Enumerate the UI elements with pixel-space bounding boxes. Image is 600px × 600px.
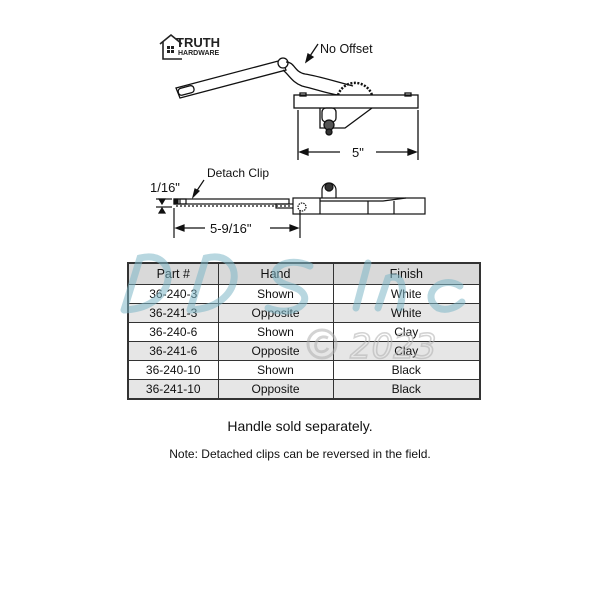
house-icon xyxy=(159,33,183,60)
no-offset-callout: No Offset xyxy=(320,42,373,56)
cell-hand: Opposite xyxy=(217,341,334,361)
note-label: Note: xyxy=(169,447,198,461)
operator-top-view-drawing xyxy=(175,43,419,160)
operator-side-view-drawing xyxy=(156,179,426,238)
header-finish: Finish xyxy=(332,262,481,285)
header-part: Part # xyxy=(127,262,219,285)
cell-hand: Shown xyxy=(217,284,334,304)
cell-finish: White xyxy=(332,303,481,323)
cell-hand: Opposite xyxy=(217,303,334,323)
brand-name-line2: HARDWARE xyxy=(178,50,220,57)
cell-part: 36-240-6 xyxy=(127,322,219,342)
cell-finish: Clay xyxy=(332,341,481,361)
cell-finish: Clay xyxy=(332,322,481,342)
table-row: 36-240-10 Shown Black xyxy=(127,360,481,380)
cell-hand: Shown xyxy=(217,322,334,342)
cell-part: 36-240-10 xyxy=(127,360,219,380)
part-spec-table: Part # Hand Finish 36-240-3 Shown White … xyxy=(127,262,481,400)
detach-clip-callout: Detach Clip xyxy=(207,166,270,180)
cell-finish: White xyxy=(332,284,481,304)
detached-clip-note: Note: Detached clips can be reversed in … xyxy=(0,447,600,461)
table-row: 36-241-3 Opposite White xyxy=(127,303,481,323)
handle-note: Handle sold separately. xyxy=(227,418,373,434)
length-dimension: 5-9/16" xyxy=(210,221,252,236)
table-header-row: Part # Hand Finish xyxy=(127,262,481,285)
brand-name-line1: TRUTH xyxy=(176,35,221,50)
cell-part: 36-241-10 xyxy=(127,379,219,400)
thickness-dimension: 1/16" xyxy=(150,180,180,195)
cell-part: 36-241-6 xyxy=(127,341,219,361)
cell-finish: Black xyxy=(332,379,481,400)
cell-finish: Black xyxy=(332,360,481,380)
table-row: 36-241-10 Opposite Black xyxy=(127,379,481,400)
cell-part: 36-241-3 xyxy=(127,303,219,323)
table-row: 36-240-3 Shown White xyxy=(127,284,481,304)
note-text: Detached clips can be reversed in the fi… xyxy=(197,447,431,461)
table-row: 36-240-6 Shown Clay xyxy=(127,322,481,342)
cell-part: 36-240-3 xyxy=(127,284,219,304)
cell-hand: Opposite xyxy=(217,379,334,400)
header-hand: Hand xyxy=(217,262,334,285)
brand-logo: TRUTH HARDWARE xyxy=(158,32,228,62)
cell-hand: Shown xyxy=(217,360,334,380)
width-dimension: 5" xyxy=(352,145,364,160)
table-row: 36-241-6 Opposite Clay xyxy=(127,341,481,361)
